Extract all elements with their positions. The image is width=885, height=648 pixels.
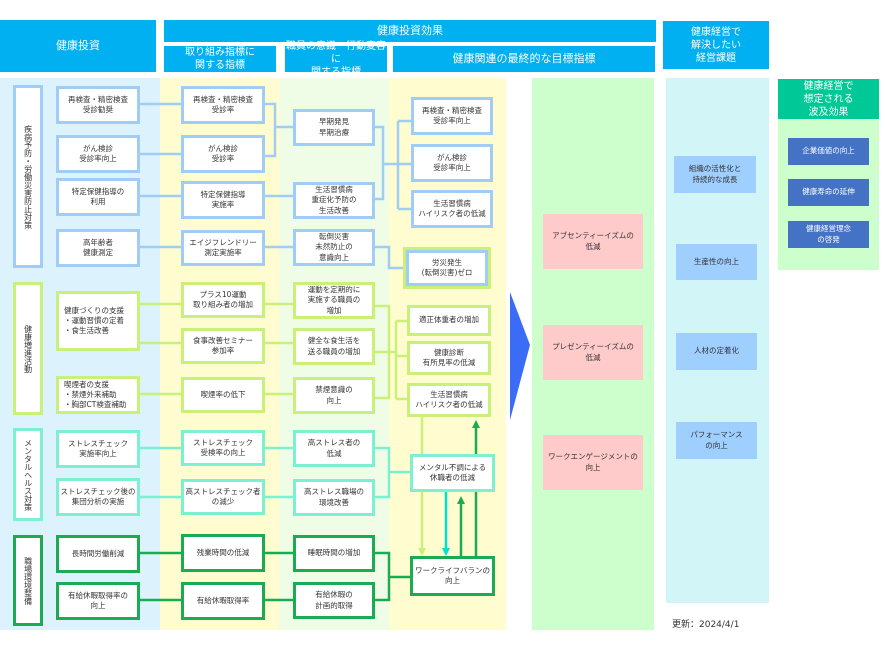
investment-box: 健康づくりの支援 ・運動習慣の定着 ・食生活改善 xyxy=(56,291,140,351)
behavior-metric-box: 睡眠時間の増加 xyxy=(293,535,375,572)
header-issues: 健康経営で 解決したい 経営課題 xyxy=(663,21,769,69)
investment-box: 長時間労働削減 xyxy=(56,535,140,573)
investment-box: ストレスチェック後の 集団分析の実施 xyxy=(56,478,140,516)
initiative-metric-box: 特定保健指導 実施率 xyxy=(181,181,265,219)
outcome-box: ワークエンゲージメントの 向上 xyxy=(543,435,643,490)
flow-arrow xyxy=(510,292,530,420)
outcome-box: プレゼンティーイズムの 低減 xyxy=(543,325,643,380)
updated-date: 更新：2024/4/1 xyxy=(672,620,740,630)
final-metric-box: 適正体重者の増加 xyxy=(407,305,491,336)
final-metric-box: ワークライフバランの 向上 xyxy=(410,556,495,596)
final-metric-box: メンタル不調による 休職者の低減 xyxy=(410,454,495,492)
initiative-metric-box: 食事改善セミナー 参加率 xyxy=(181,328,265,364)
behavior-metric-box: 転倒災害 未然防止の 意識向上 xyxy=(293,229,375,266)
issue-box: 組織の活性化と 持続的な成長 xyxy=(674,156,756,193)
final-metric-box: 生活習慣病 ハイリスク者の低減 xyxy=(411,190,493,228)
ripple-effect-box: 企業価値の向上 xyxy=(788,138,869,165)
behavior-metric-box: 有給休暇の 計画的取得 xyxy=(293,582,375,619)
initiative-metric-box: ストレスチェック 受検率の向上 xyxy=(181,430,265,466)
header-initiative-metrics: 取り組み指標に 関する指標 xyxy=(164,46,276,72)
header-effect: 健康投資効果 xyxy=(164,20,656,42)
investment-box: 特定保健指導の 利用 xyxy=(56,178,140,216)
final-metric-box: がん検診 受診率向上 xyxy=(411,144,493,182)
investment-box: 喫煙者の支援 ・禁煙外来補助 ・胸部CT検査補助 xyxy=(56,376,140,414)
category-mental: メンタルヘルス対策 xyxy=(13,428,43,521)
final-metric-box: 再検査・精密検査 受診率向上 xyxy=(411,97,493,135)
behavior-metric-box: 早期発見 早期治療 xyxy=(293,109,375,146)
investment-box: 有給休暇取得率の 向上 xyxy=(56,582,140,620)
investment-box: 再検査・精密検査 受診勧奨 xyxy=(56,86,140,124)
final-metric-box: 健康診断 有所見率の低減 xyxy=(407,341,491,375)
issue-box: 人材の定着化 xyxy=(676,333,757,370)
initiative-metric-box: 有給休暇取得率 xyxy=(181,582,265,620)
category-promotion: 健康増進活動 xyxy=(13,282,43,415)
category-prevention: 疾病予防・労働災害防止対策 xyxy=(13,85,43,268)
ripple-effect-box: 健康経営理念 の啓発 xyxy=(788,221,869,248)
initiative-metric-box: 再検査・精密検査 受診率 xyxy=(181,86,265,124)
initiative-metric-box: がん検診 受診率 xyxy=(181,135,265,173)
final-metric-box: 労災発生 (転倒災害)ゼロ xyxy=(403,247,491,289)
header-final-metrics: 健康関連の最終的な目標指標 xyxy=(393,46,655,72)
issue-box: 生産性の向上 xyxy=(676,244,757,280)
investment-box: 高年齢者 健康測定 xyxy=(56,229,140,267)
behavior-metric-box: 高ストレス職場の 環境改善 xyxy=(293,479,375,516)
behavior-metric-box: 高ストレス者の 低減 xyxy=(293,430,375,467)
initiative-metric-box: 高ストレスチェック者 の減少 xyxy=(181,479,265,515)
behavior-metric-box: 生活習慣病 重症化予防の 生活改善 xyxy=(293,182,375,219)
initiative-metric-box: 喫煙率の低下 xyxy=(181,377,265,413)
ripple-effect-box: 健康寿命の延伸 xyxy=(788,179,869,206)
initiative-metric-box: エイジフレンドリー 測定実施率 xyxy=(181,230,265,266)
outcome-box: アブセンティーイズムの 低減 xyxy=(543,214,643,269)
behavior-metric-box: 禁煙意識の 向上 xyxy=(293,377,375,414)
behavior-metric-box: 健全な食生活を 送る職員の増加 xyxy=(293,328,375,365)
header-investment: 健康投資 xyxy=(0,20,156,72)
investment-box: ストレスチェック 実施率向上 xyxy=(56,430,140,468)
initiative-metric-box: 残業時間の低減 xyxy=(181,534,265,572)
investment-box: がん検診 受診率向上 xyxy=(56,135,140,173)
header-ripple: 健康経営で 想定される 波及効果 xyxy=(778,79,879,119)
header-behavior-metrics: 職員の意識・行動変容に 関する指標 xyxy=(285,40,387,78)
behavior-metric-box: 運動を定期的に 実施する職員の 増加 xyxy=(293,282,375,319)
initiative-metric-box: プラス10運動 取り組み者の増加 xyxy=(181,282,265,318)
final-metric-box: 生活習慣病 ハイリスク者の低減 xyxy=(407,383,491,417)
issue-box: パフォーマンス の向上 xyxy=(676,422,757,459)
category-environment: 職場環境整備 xyxy=(13,535,43,626)
